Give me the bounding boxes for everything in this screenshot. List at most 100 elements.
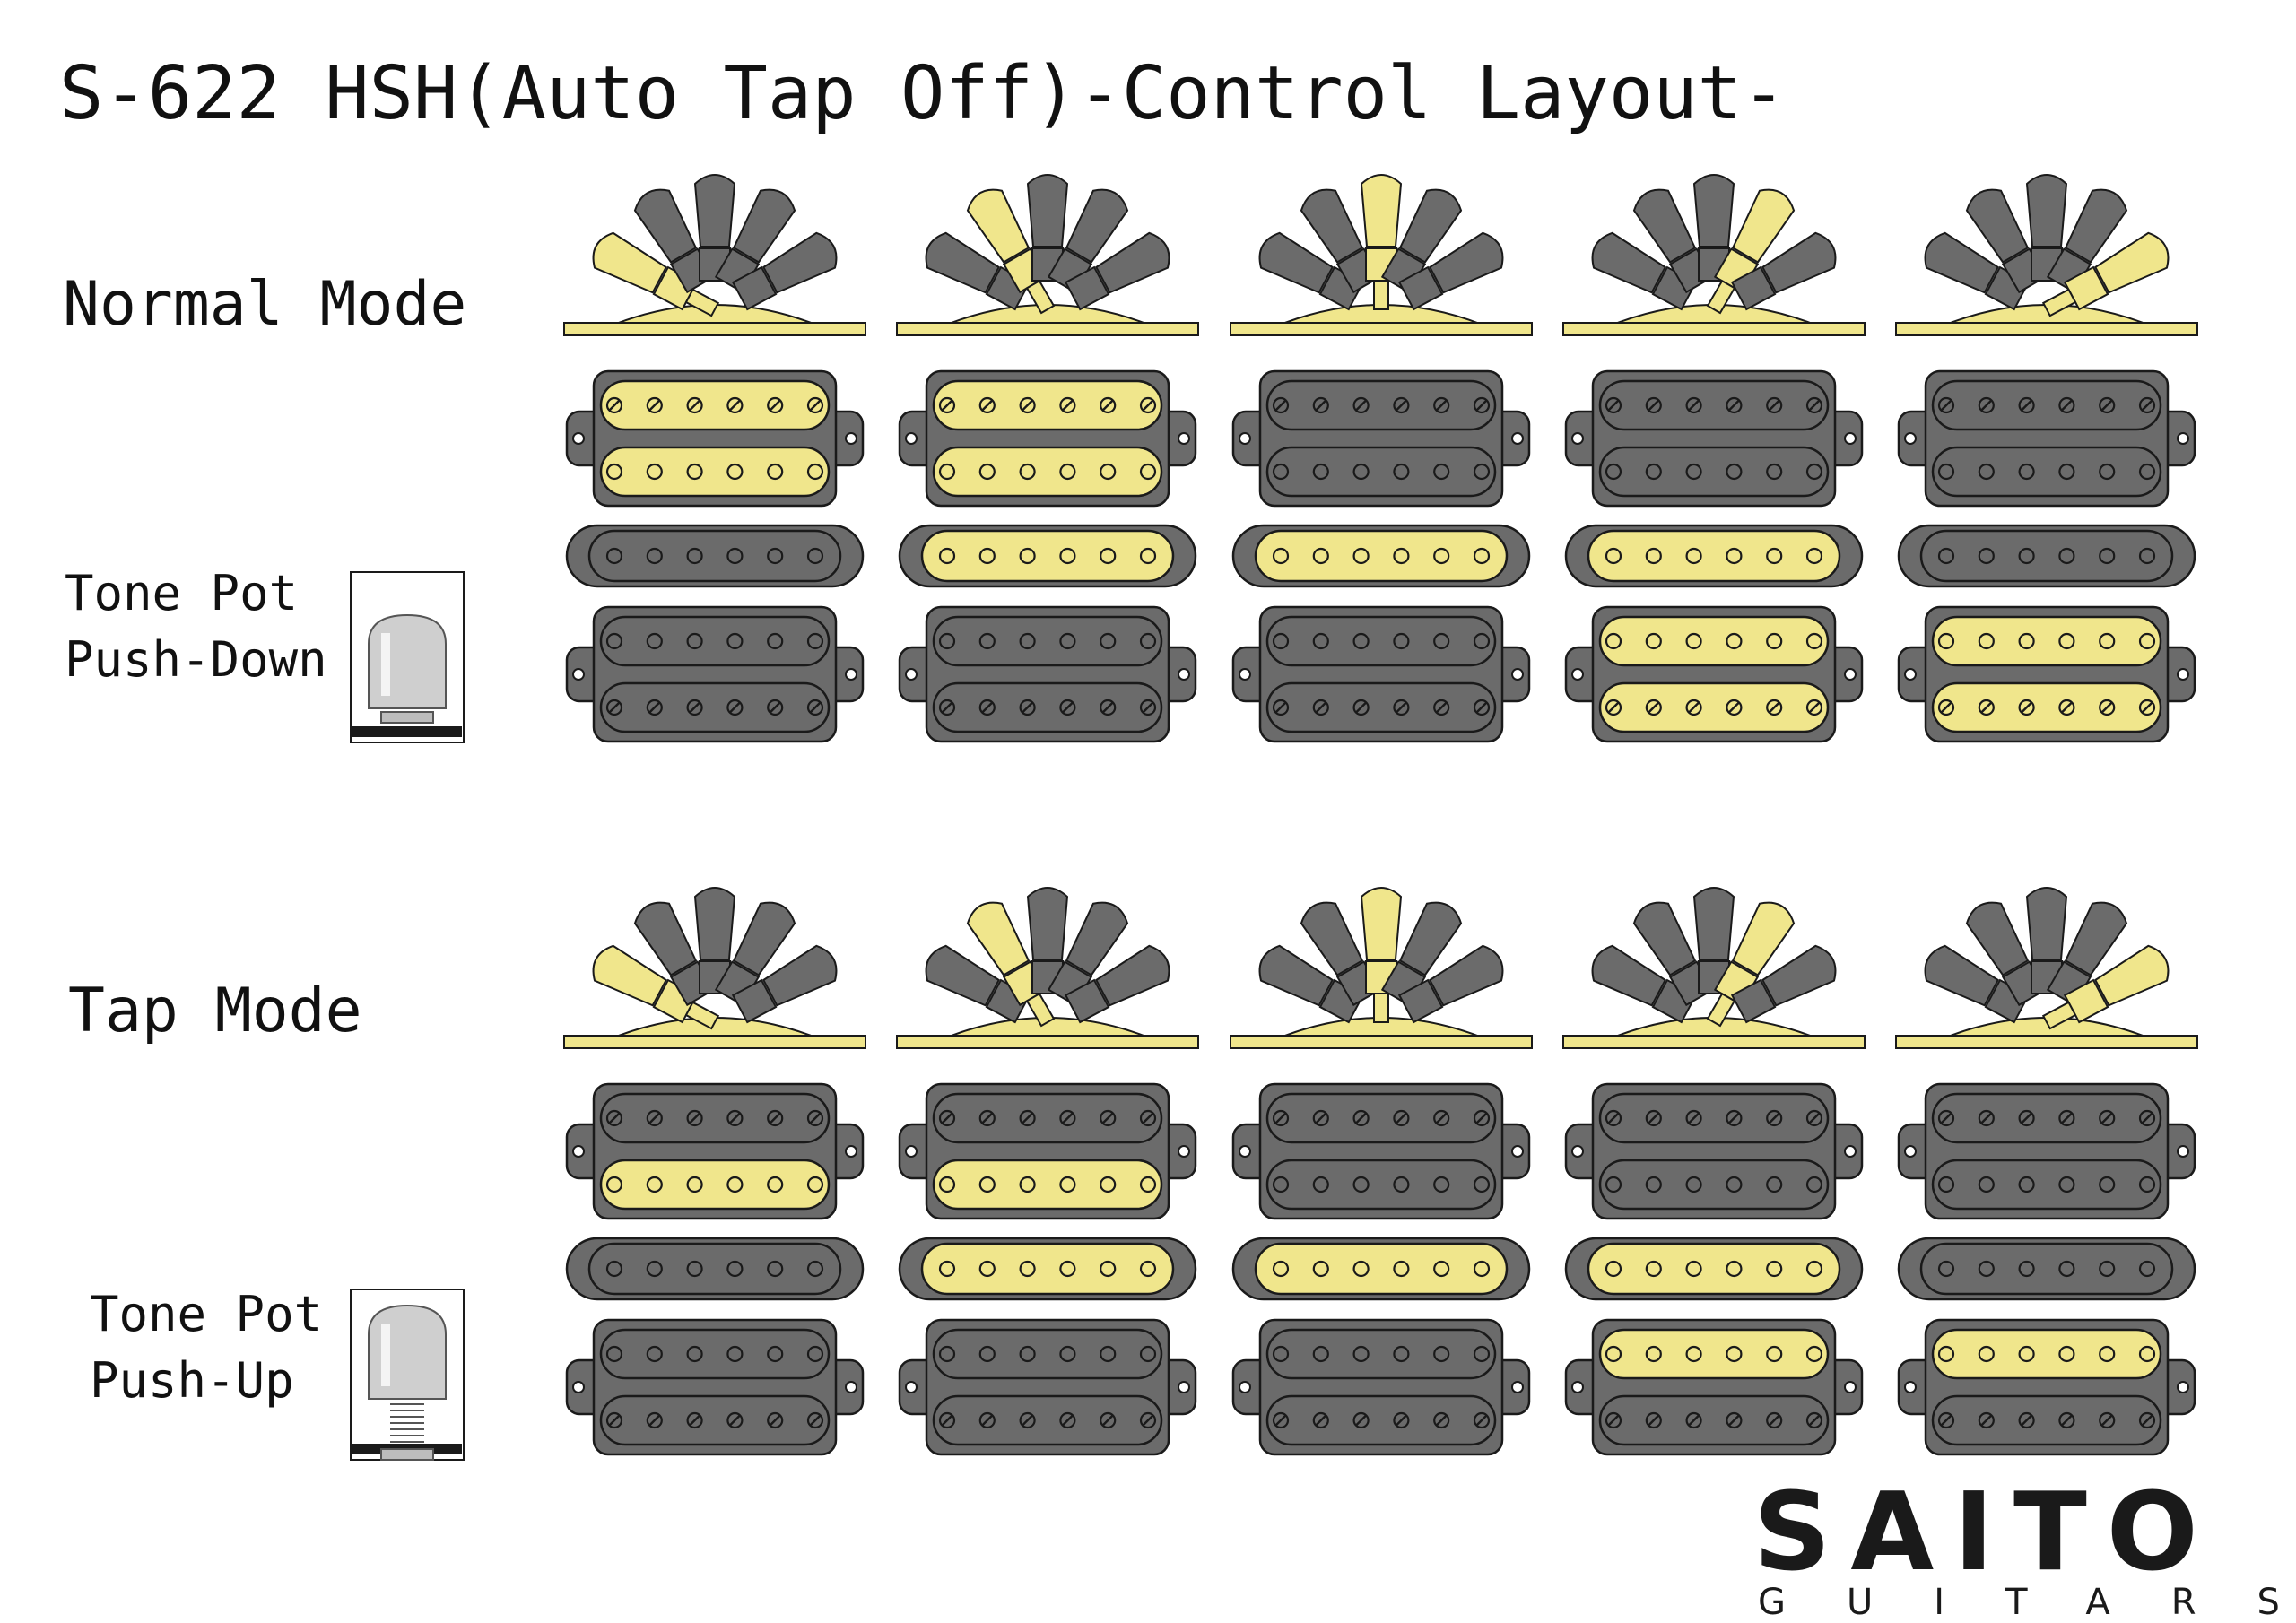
knob-highlight <box>381 633 390 696</box>
pole-piece <box>1272 547 1290 565</box>
pole-piece-slot <box>769 1112 782 1124</box>
pole-piece <box>2058 547 2075 565</box>
pole-piece <box>978 1109 996 1127</box>
knob-highlight <box>381 1324 390 1386</box>
pole-piece <box>2058 1176 2075 1193</box>
pole-piece <box>938 547 956 565</box>
pole-piece-slot <box>1142 1414 1154 1427</box>
pole-piece <box>605 1345 623 1363</box>
pole-piece <box>806 1109 824 1127</box>
lever-tip <box>925 944 1001 1007</box>
normal-pot-label-line2: Push-Down <box>65 631 327 688</box>
pole-piece <box>646 396 663 414</box>
pole-piece <box>1019 699 1036 716</box>
pole-piece-slot <box>1021 1414 1034 1427</box>
pole-piece-slot <box>1475 701 1488 714</box>
upper-coil <box>1598 1092 1830 1144</box>
switch-base-plate <box>1562 1035 1866 1049</box>
pole-piece <box>1645 1345 1662 1363</box>
pole-piece-slot <box>1021 1112 1034 1124</box>
mount-hole <box>2177 668 2189 681</box>
mount-hole <box>1844 668 1857 681</box>
switch-base-plate <box>1230 322 1533 336</box>
pole-piece <box>1978 1176 1995 1193</box>
pole-piece <box>1805 1411 1823 1429</box>
pole-piece <box>1059 1176 1076 1193</box>
pole-piece <box>1473 1109 1491 1127</box>
pole-piece <box>605 1260 623 1278</box>
pole-piece-slot <box>941 399 953 412</box>
pole-piece <box>1805 463 1823 481</box>
pole-piece <box>1726 699 1743 716</box>
pole-piece <box>2138 1411 2156 1429</box>
switch-lever-5 <box>1064 944 1170 1024</box>
lever-block <box>1064 265 1110 311</box>
pole-piece <box>1937 1260 1955 1278</box>
lever-tip <box>1258 944 1335 1007</box>
pole-piece <box>1139 1109 1157 1127</box>
pole-piece <box>1019 632 1036 650</box>
pole-piece <box>2138 1176 2156 1193</box>
pole-piece <box>605 396 623 414</box>
pole-piece <box>726 1109 744 1127</box>
pole-piece-slot <box>1021 399 1034 412</box>
pole-piece-slot <box>1647 399 1660 412</box>
switch-base-plate <box>1230 1035 1533 1049</box>
pole-piece <box>806 1411 824 1429</box>
pole-piece <box>1978 463 1995 481</box>
pole-piece-slot <box>1475 1112 1488 1124</box>
pole-piece-slot <box>2100 1414 2114 1427</box>
pole-piece-slot <box>1979 701 1993 714</box>
pole-piece <box>1685 1260 1702 1278</box>
mount-hole <box>1904 1381 1917 1393</box>
upper-coil <box>599 379 831 431</box>
pole-piece-slot <box>1607 1414 1620 1427</box>
mount-hole <box>905 1381 918 1393</box>
pole-piece <box>1726 1411 1743 1429</box>
pole-piece <box>1100 632 1117 650</box>
pole-piece-slot <box>1979 1112 1993 1124</box>
tap-pot-label-line1: Tone Pot <box>90 1286 323 1342</box>
pole-piece-slot <box>2100 399 2114 412</box>
pole-piece <box>1100 1411 1117 1429</box>
pole-piece <box>1352 1411 1370 1429</box>
mount-hole <box>845 1145 857 1158</box>
pole-piece <box>1433 1345 1450 1363</box>
pole-piece-slot <box>1314 1112 1327 1124</box>
upper-coil <box>1265 379 1497 431</box>
pole-piece <box>1312 463 1329 481</box>
switch-lever-3 <box>1360 887 1403 1023</box>
pole-piece <box>1805 1109 1823 1127</box>
pole-piece-slot <box>1354 1112 1368 1124</box>
pole-piece <box>2099 547 2116 565</box>
lever-shaft <box>1706 992 1736 1028</box>
switch-lever-5 <box>2041 944 2170 1030</box>
lever-tip <box>925 231 1001 294</box>
pole-piece <box>767 1176 784 1193</box>
switch-lever-5 <box>731 231 838 311</box>
pole-piece-slot <box>648 399 661 412</box>
pole-piece-slot <box>1354 701 1368 714</box>
lever-block <box>731 265 778 311</box>
pole-piece-slot <box>2020 399 2033 412</box>
upper-coil <box>1931 615 2162 667</box>
pole-piece <box>1433 1411 1450 1429</box>
pole-piece-slot <box>1768 1112 1781 1124</box>
lever-tip <box>2064 188 2128 264</box>
pole-piece <box>938 1411 956 1429</box>
lever-tip <box>2025 174 2068 247</box>
pole-piece <box>806 1176 824 1193</box>
pole-piece <box>1766 463 1783 481</box>
pole-piece <box>1726 1260 1743 1278</box>
pole-piece <box>1393 1411 1410 1429</box>
pole-piece <box>686 396 703 414</box>
pole-piece <box>1805 547 1823 565</box>
pole-piece-slot <box>1435 1414 1448 1427</box>
mount-hole <box>905 1145 918 1158</box>
pole-piece <box>767 1109 784 1127</box>
pole-piece-slot <box>1607 1112 1620 1124</box>
pole-piece <box>646 1411 663 1429</box>
pole-piece <box>1473 463 1491 481</box>
pole-piece <box>1393 547 1410 565</box>
pole-piece <box>1312 699 1329 716</box>
